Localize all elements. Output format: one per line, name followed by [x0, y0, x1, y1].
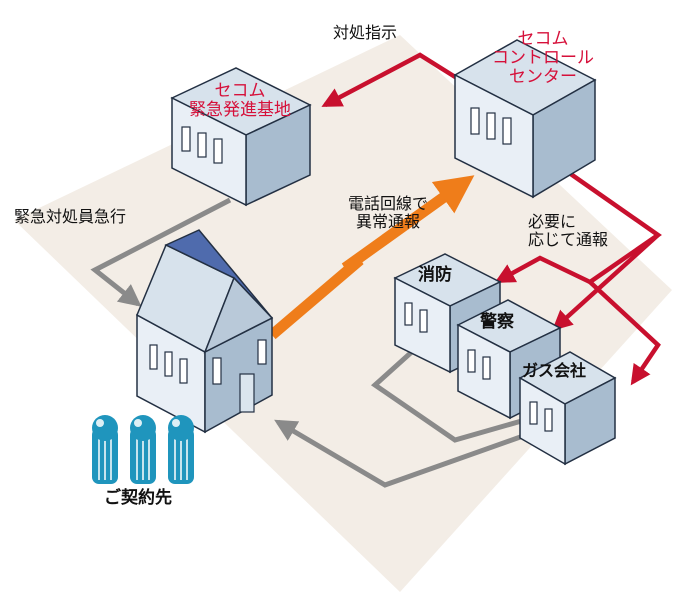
dispatch-base-label: セコム 緊急発進基地 [165, 81, 315, 121]
person-icon [130, 415, 156, 484]
instruction-arrow [321, 52, 462, 107]
person-group [92, 415, 194, 484]
dispatch-base-label-line2: 緊急発進基地 [189, 100, 291, 121]
notify-label-line2: 応じて通報 [528, 229, 609, 249]
phone-line-label-line2: 異常通報 [355, 211, 420, 231]
control-center-label-line2: コントロール [492, 48, 594, 69]
house-icon [136, 229, 274, 434]
control-center-label-line1: セコム [517, 29, 569, 49]
notify-fire-arrow [494, 255, 591, 285]
gas-company-label: ガス会社 [522, 361, 587, 380]
control-center-label: セコム コントロール センター [483, 29, 603, 88]
control-center-label-line3: センター [509, 67, 577, 88]
customer-label: ご契約先 [104, 488, 172, 508]
control-center-building [453, 39, 597, 199]
notify-label-line1: 必要に [528, 212, 577, 231]
notify-police-arrow [551, 233, 660, 331]
instruction-label: 対処指示 [333, 23, 398, 42]
rush-label: 緊急対処員急行 [14, 207, 127, 226]
fire-link-line [370, 338, 526, 443]
fire-dept-label: 消防 [418, 265, 452, 285]
phone-line-label: 電話回線で 異常通報 [328, 195, 448, 231]
services-return-arrow [274, 419, 541, 488]
lightning-icon [268, 175, 475, 340]
person-icon [92, 415, 118, 484]
phone-line-label-line1: 電話回線で [347, 194, 428, 213]
police-label: 警察 [480, 312, 514, 332]
rush-path-arrow [90, 197, 232, 307]
notify-label: 必要に 応じて通報 [528, 213, 608, 249]
dispatch-base-building [170, 67, 312, 207]
dispatch-base-label-line1: セコム [214, 81, 266, 101]
person-icon [168, 415, 194, 484]
building-icon [470, 107, 480, 135]
gas-company-building [518, 351, 617, 466]
